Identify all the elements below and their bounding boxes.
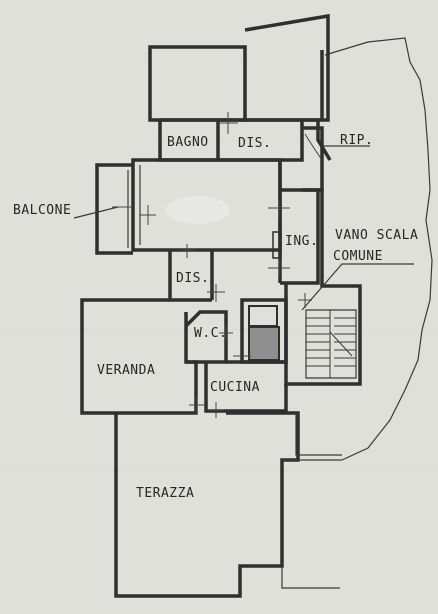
room-label-bagno: BAGNO bbox=[167, 135, 209, 150]
room-label-balcone: BALCONE bbox=[13, 203, 72, 218]
room-label-terazza: TERAZZA bbox=[136, 486, 195, 501]
door-marks bbox=[112, 112, 323, 418]
duct-small bbox=[248, 305, 278, 327]
wall-top-left-room bbox=[148, 45, 247, 122]
stairs-outline bbox=[305, 309, 357, 379]
wall-veranda bbox=[80, 298, 198, 415]
room-label-ing: ING. bbox=[285, 234, 319, 249]
room-label-cucina: CUCINA bbox=[210, 380, 260, 395]
terazza-step bbox=[295, 413, 342, 456]
wall-top-right-room bbox=[244, 13, 330, 122]
wall-ingresso bbox=[280, 188, 320, 285]
room-label-vano-scala: VANO SCALA bbox=[335, 228, 419, 243]
room-label-rip: RIP. bbox=[340, 133, 374, 148]
paper-texture bbox=[0, 59, 438, 471]
wall-balcone bbox=[95, 163, 133, 255]
wall-terazza bbox=[114, 411, 300, 598]
room-label-dis-mid: DIS. bbox=[176, 271, 210, 286]
terazza-bottom-edge bbox=[281, 566, 340, 589]
wall-stair-hall bbox=[284, 188, 362, 386]
ingresso-niche bbox=[272, 231, 282, 259]
neighbour-outline bbox=[324, 37, 433, 461]
duct-grey bbox=[248, 326, 280, 361]
room-label-comune: COMUNE bbox=[333, 249, 383, 264]
erased-label-smudge bbox=[166, 196, 230, 224]
wall-cucina bbox=[204, 362, 288, 413]
room-label-dis-top: DIS. bbox=[238, 136, 272, 151]
room-label-wc: W.C. bbox=[194, 326, 228, 341]
stairs-steps bbox=[306, 310, 356, 378]
vano-scala-leader bbox=[301, 263, 414, 311]
balcone-leader bbox=[73, 206, 119, 219]
room-label-veranda: VERANDA bbox=[97, 363, 156, 378]
